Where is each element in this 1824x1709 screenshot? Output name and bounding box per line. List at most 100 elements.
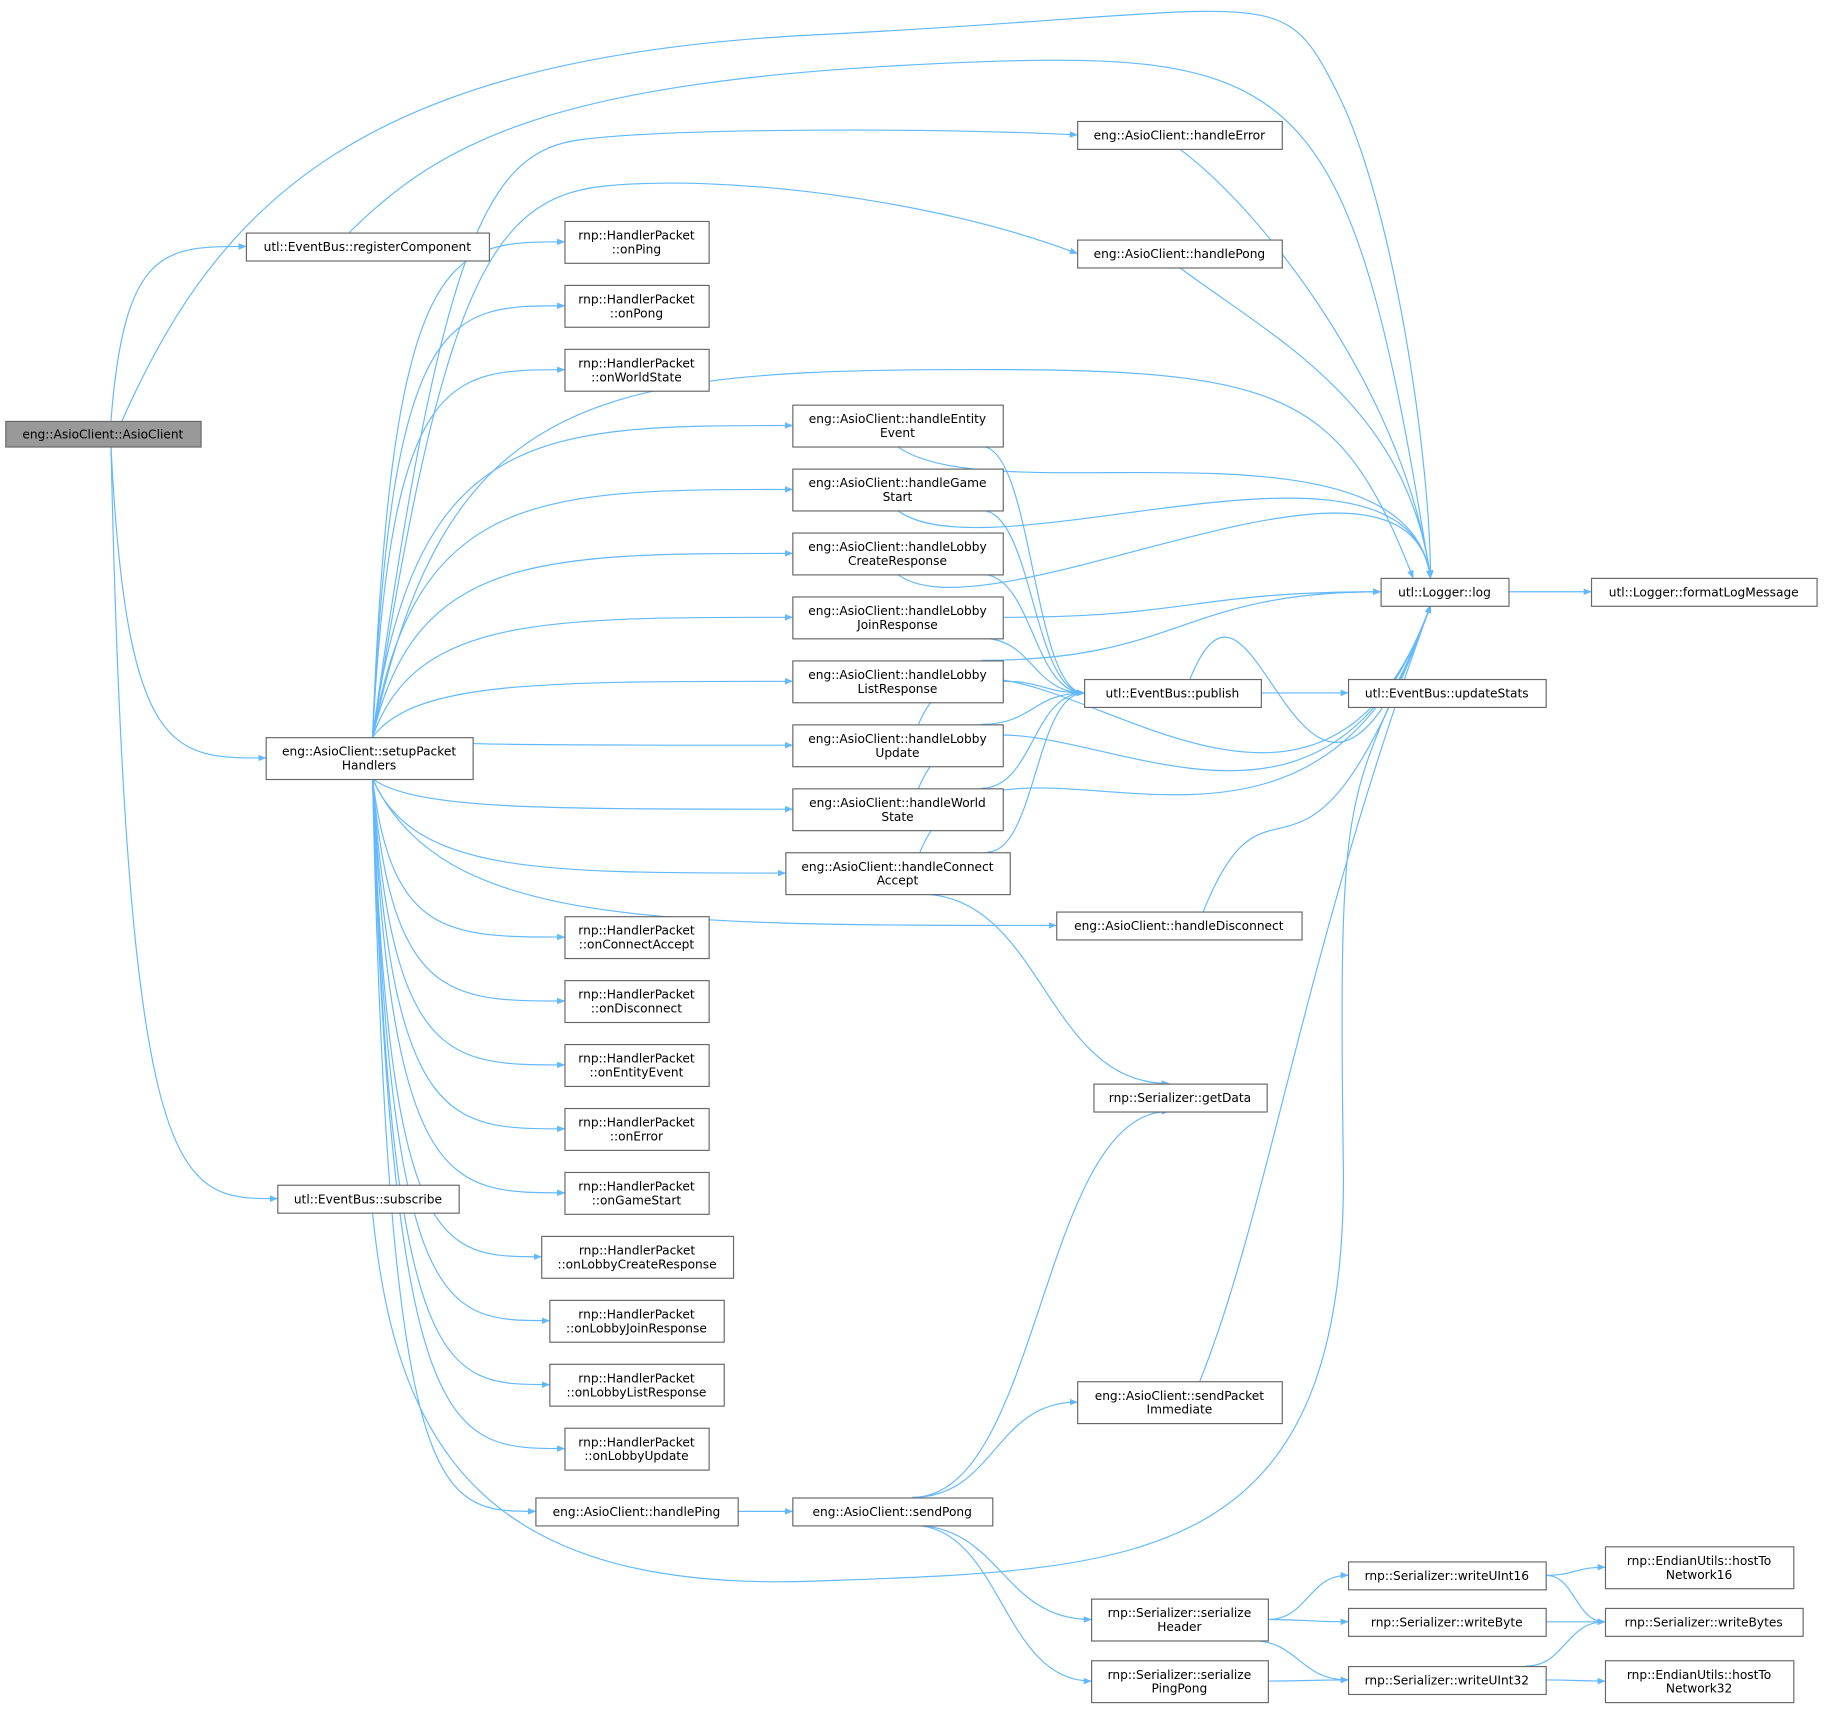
call-edge-hLJoin-log — [1002, 588, 1382, 618]
node-label: ::onLobbyListResponse — [566, 1385, 706, 1399]
function-node-onLJoin[interactable]: rnp::HandlerPacket::onLobbyJoinResponse — [549, 1299, 725, 1343]
call-edge-hConnect-getData — [918, 893, 1170, 1087]
call-edge-hLCreate-publish — [981, 573, 1085, 697]
node-box — [785, 852, 1011, 896]
function-node-hDisconnect[interactable]: eng::AsioClient::handleDisconnect — [1056, 911, 1303, 941]
function-node-onDisconnect[interactable]: rnp::HandlerPacket::onDisconnect — [564, 980, 710, 1024]
node-label: CreateResponse — [848, 554, 947, 568]
function-node-registerComponent[interactable]: utl::EventBus::registerComponent — [245, 232, 490, 262]
node-label: Start — [883, 490, 913, 504]
function-node-getData[interactable]: rnp::Serializer::getData — [1093, 1083, 1268, 1113]
node-box — [1091, 1598, 1269, 1642]
function-node-onError[interactable]: rnp::HandlerPacket::onError — [564, 1107, 710, 1151]
call-edge-setup-hWorld — [372, 778, 794, 813]
call-edge-sendPong-sendImm — [912, 1398, 1078, 1498]
function-node-onLCreate[interactable]: rnp::HandlerPacket::onLobbyCreateRespons… — [541, 1235, 735, 1279]
function-node-log[interactable]: utl::Logger::log — [1380, 577, 1510, 607]
function-node-wU32[interactable]: rnp::Serializer::writeUInt32 — [1347, 1665, 1547, 1696]
function-node-publish[interactable]: utl::EventBus::publish — [1084, 678, 1262, 709]
node-box — [792, 724, 1004, 768]
call-edge-setup-hEntity — [371, 422, 794, 738]
function-node-wByte[interactable]: rnp::Serializer::writeByte — [1347, 1607, 1547, 1637]
node-box — [564, 1044, 710, 1088]
call-edge-wU32-wBytes — [1525, 1618, 1606, 1667]
function-node-ctor[interactable]: eng::AsioClient::AsioClient — [5, 420, 202, 448]
function-node-wBytes[interactable]: rnp::Serializer::writeBytes — [1604, 1607, 1804, 1637]
node-label: eng::AsioClient::AsioClient — [22, 427, 183, 441]
function-node-onEntityEvent[interactable]: rnp::HandlerPacket::onEntityEvent — [564, 1044, 710, 1088]
node-box — [5, 420, 202, 448]
call-edge-ctor-registerComponent — [110, 243, 247, 421]
function-node-onLUpdate[interactable]: rnp::HandlerPacket::onLobbyUpdate — [564, 1427, 710, 1471]
call-edge-sendImm-log — [1199, 604, 1432, 1382]
node-label: JoinResponse — [856, 618, 938, 632]
function-node-sendPong[interactable]: eng::AsioClient::sendPong — [792, 1497, 994, 1527]
node-box — [564, 220, 710, 264]
call-edge-setup-hLCreate — [371, 550, 794, 738]
call-edge-ctor-setup — [110, 446, 267, 762]
function-node-onWorldState[interactable]: rnp::HandlerPacket::onWorldState — [564, 348, 710, 392]
function-node-onGameStart[interactable]: rnp::HandlerPacket::onGameStart — [564, 1171, 710, 1215]
node-label: ::onGameStart — [592, 1193, 682, 1207]
node-box — [564, 284, 710, 328]
call-edge-setup-onGameStart — [371, 778, 566, 1197]
node-label: rnp::HandlerPacket — [578, 988, 695, 1002]
call-edge-setup-onEntityEvent — [371, 778, 566, 1069]
call-edge-hGame-publish — [981, 509, 1085, 697]
call-edge-setup-onWorldState — [371, 366, 566, 738]
function-node-onLList[interactable]: rnp::HandlerPacket::onLobbyListResponse — [549, 1363, 725, 1407]
call-edge-hPong-log — [1179, 266, 1433, 579]
function-node-onConnectAccept[interactable]: rnp::HandlerPacket::onConnectAccept — [564, 916, 710, 960]
node-label: rnp::HandlerPacket — [578, 1116, 695, 1130]
call-edge-sendPong-serPing — [912, 1524, 1092, 1685]
function-node-hPong[interactable]: eng::AsioClient::handlePong — [1077, 239, 1283, 269]
node-label: ::onConnectAccept — [579, 938, 695, 952]
call-edge-setup-hLList — [372, 678, 794, 738]
node-label: eng::AsioClient::handleLobby — [808, 732, 986, 746]
node-label: Accept — [877, 874, 919, 888]
call-edge-sendPong-getData — [912, 1108, 1170, 1498]
node-label: Network16 — [1666, 1568, 1732, 1582]
node-label: rnp::Serializer::getData — [1109, 1091, 1251, 1105]
node-label: rnp::HandlerPacket — [578, 1307, 695, 1321]
node-box — [792, 1497, 994, 1527]
node-box — [1347, 1607, 1547, 1637]
function-node-hLCreate[interactable]: eng::AsioClient::handleLobbyCreateRespon… — [792, 532, 1004, 576]
function-node-onPing[interactable]: rnp::HandlerPacket::onPing — [564, 220, 710, 264]
function-node-hError[interactable]: eng::AsioClient::handleError — [1077, 120, 1283, 150]
call-edge-setup-hLJoin — [372, 614, 794, 738]
node-label: eng::AsioClient::handleEntity — [809, 412, 986, 426]
node-box — [564, 980, 710, 1024]
node-label: ::onPing — [612, 242, 661, 256]
function-node-format[interactable]: utl::Logger::formatLogMessage — [1590, 577, 1818, 607]
function-node-onPong[interactable]: rnp::HandlerPacket::onPong — [564, 284, 710, 328]
node-box — [1604, 1546, 1795, 1590]
call-edge-setup-hError — [371, 129, 1078, 738]
function-node-updateStats[interactable]: utl::EventBus::updateStats — [1347, 678, 1547, 709]
call-edge-setup-hPing — [371, 778, 537, 1515]
node-box — [1084, 678, 1262, 709]
node-label: rnp::HandlerPacket — [578, 924, 695, 938]
function-node-hPing[interactable]: eng::AsioClient::handlePing — [535, 1497, 739, 1527]
node-box — [564, 916, 710, 960]
function-node-wU16[interactable]: rnp::Serializer::writeUInt16 — [1347, 1561, 1547, 1591]
function-node-subscribe[interactable]: utl::EventBus::subscribe — [277, 1184, 460, 1214]
node-label: rnp::Serializer::serialize — [1108, 1668, 1252, 1682]
node-label: eng::AsioClient::handleLobby — [808, 668, 986, 682]
edges — [110, 10, 1606, 1685]
node-label: Event — [880, 426, 915, 440]
